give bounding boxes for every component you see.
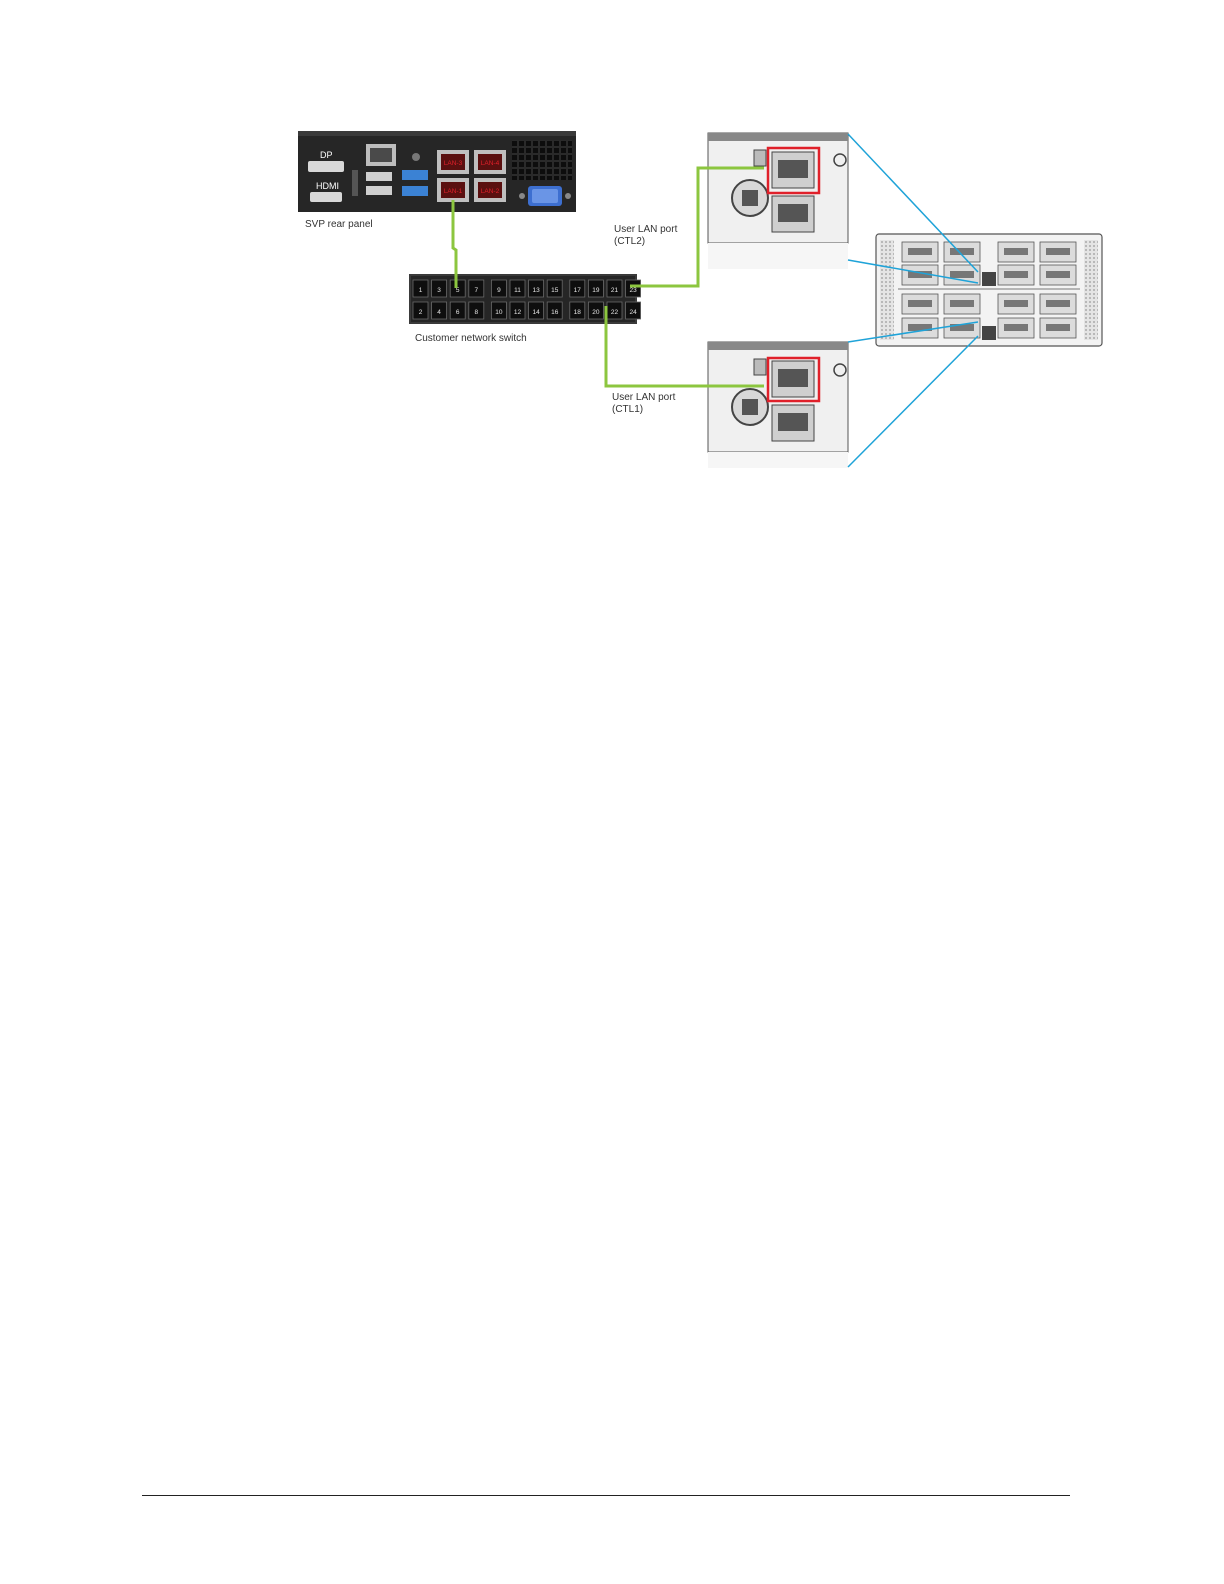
switch-port-label-19: 19	[592, 287, 600, 294]
chassis-module-slot	[1046, 324, 1070, 331]
switch-port-label-22: 22	[611, 309, 619, 316]
switch-port-label-11: 11	[514, 287, 521, 294]
svp-dp-label: DP	[320, 150, 333, 160]
chassis-module-slot	[1004, 271, 1028, 278]
switch-port-label-24: 24	[629, 309, 637, 316]
chassis-module-slot	[1046, 248, 1070, 255]
chassis-module-slot	[1004, 300, 1028, 307]
dp-port	[308, 161, 344, 172]
svp-lan-2-label: LAN-2	[481, 188, 500, 195]
ctl2-detail-view	[708, 133, 848, 269]
storage-system-rear	[876, 234, 1102, 346]
controller-lan-port	[982, 326, 996, 340]
ctl2-label-line2: (CTL2)	[614, 236, 645, 247]
chassis-module-slot	[908, 248, 932, 255]
switch-port-label-15: 15	[551, 287, 559, 294]
switch-port-label-20: 20	[592, 309, 600, 316]
chassis-module-slot	[1004, 248, 1028, 255]
controller-lan-port	[982, 272, 996, 286]
switch-port-label-4: 4	[437, 309, 441, 316]
svp-lan-1-label: LAN-1	[444, 188, 463, 195]
svp-lan-3-label: LAN-3	[444, 160, 463, 167]
switch-port-label-12: 12	[514, 309, 522, 316]
switch-port-label-18: 18	[574, 309, 582, 316]
svp-hdmi-label: HDMI	[316, 181, 339, 191]
switch-port-label-1: 1	[419, 287, 423, 294]
footer-rule	[142, 1495, 1070, 1496]
chassis-module-slot	[950, 300, 974, 307]
ctl1-label-line2: (CTL1)	[612, 404, 643, 415]
switch-port-label-17: 17	[574, 287, 582, 294]
chassis-module-slot	[1046, 271, 1070, 278]
svp-caption: SVP rear panel	[305, 219, 373, 230]
switch-port-label-13: 13	[532, 287, 540, 294]
ctl2-label-line1: User LAN port	[614, 224, 678, 235]
switch-port-label-8: 8	[474, 309, 478, 316]
switch-port-label-9: 9	[497, 287, 501, 294]
ctl1-label-line1: User LAN port	[612, 392, 676, 403]
switch-port-label-23: 23	[629, 287, 637, 294]
chassis-module-slot	[950, 271, 974, 278]
chassis-module-slot	[908, 300, 932, 307]
chassis-module-slot	[1046, 300, 1070, 307]
switch-port-label-21: 21	[611, 287, 619, 294]
switch-port-label-14: 14	[532, 309, 540, 316]
ctl1-detail-view	[708, 342, 848, 468]
switch-port-label-16: 16	[551, 309, 559, 316]
switch-port-label-3: 3	[437, 287, 441, 294]
switch-port-label-10: 10	[495, 309, 503, 316]
svp-lan-4-label: LAN-4	[481, 160, 500, 167]
chassis-module-slot	[1004, 324, 1028, 331]
switch-port-label-7: 7	[474, 287, 478, 294]
hdmi-port	[310, 192, 342, 202]
switch-port-label-5: 5	[456, 287, 460, 294]
svp-rear-panel: DP HDMI LAN-3 LAN-4 LAN-1 LAN-2	[298, 131, 576, 212]
switch-port-label-6: 6	[456, 309, 460, 316]
switch-port-label-2: 2	[419, 309, 423, 316]
switch-caption: Customer network switch	[415, 333, 527, 344]
